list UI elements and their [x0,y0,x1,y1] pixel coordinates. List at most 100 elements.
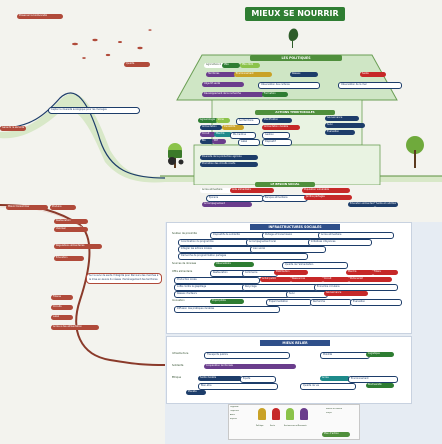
long-tag-1[interactable]: Diversité de la production agricole [200,155,258,160]
roof-tag[interactable]: Santé [360,72,386,77]
mid-tag[interactable]: Durabilité [222,125,244,130]
bottom-list-1[interactable]: Filières [51,295,73,300]
roof-tag[interactable]: PNA [222,63,240,68]
bottom-list-3[interactable]: Label [51,315,73,320]
mid-tag[interactable]: Circuit [200,132,216,137]
mid-right-tag[interactable]: Gouvernance [325,116,359,121]
infra-pill[interactable]: Coordination du programme [178,239,250,246]
infra-tag[interactable]: Ressources [290,277,324,282]
lower-pill[interactable]: Bien-être [198,383,278,390]
infra-tag[interactable]: Projet pilote [210,299,244,304]
mid-tag[interactable]: Marché [214,132,232,137]
social-tag[interactable]: Épicerie [206,195,264,202]
social-tag[interactable]: Éducation alimentaire [348,202,376,207]
infra-pill[interactable]: Production locale [174,277,260,284]
mid-tag[interactable]: Alimentation [200,125,222,130]
infra-pill[interactable]: Accès alimentaire [318,232,394,239]
infra-pill[interactable]: Commerce [242,270,278,277]
lower-tag[interactable]: Biodiversité [366,383,394,388]
bottom-list-2[interactable]: Circuits [51,305,73,310]
mid-mid-pill[interactable]: Gestion [262,132,290,139]
infra-tag[interactable]: Marché [346,270,374,275]
infra-pill[interactable]: Intégrer les actions locales [178,246,254,253]
lower-pill[interactable]: Qualité de vie [300,383,356,390]
infra-pill[interactable]: Restauration [210,270,246,277]
tag-top-left[interactable]: Préserver la biodiversité [17,14,63,19]
page-title: MIEUX SE NOURRIR [251,9,339,18]
infra-tag[interactable]: Filière [372,270,398,275]
infra-pill[interactable]: Partage et transmission [262,232,322,239]
mid-right-tag[interactable]: Évaluation [325,130,355,135]
lower-pill[interactable]: Mobilité [320,352,370,359]
social-tag[interactable]: Population vulnérable [302,188,350,193]
infra-pill[interactable]: Suivi [286,291,328,298]
lower-pill[interactable]: Transports publics [204,352,290,359]
lower-pill[interactable]: Environnement [348,376,398,383]
infra-pill[interactable]: Qualité de l'alimentation [282,262,348,269]
mid-pill[interactable]: Ma Cantine [230,132,256,139]
infra-pill[interactable]: Recherche [310,299,352,306]
roof-tag[interactable]: PNA 2021 [240,63,260,68]
tag-mid-a[interactable]: Mieux Consommer [6,205,48,210]
social-tag[interactable]: Accompagnement [202,202,252,207]
infra-pill[interactable]: Accompagnement local [246,239,312,246]
social-tag[interactable]: Jardins partagés [304,195,352,200]
infra-tag[interactable]: Partenariat [348,277,392,282]
lower-tag[interactable]: Accès [320,376,350,381]
mid-mid-tag[interactable]: Planification [262,118,292,123]
list-item-1[interactable]: Restauration [54,219,88,224]
list-item-3[interactable]: Régulations alimentaires [54,244,102,249]
infra-pill[interactable]: Réseau d'acteurs [174,291,290,298]
mid-mid-pill[interactable]: Dispositif [262,139,292,146]
roof-tag[interactable]: Agriculture 4 [204,63,224,68]
infra-tag[interactable]: Observatoire [214,262,254,267]
lower-tag[interactable]: Coopération territoriale [204,364,296,369]
social-tag[interactable]: Aide alimentaire [230,188,274,193]
infra-tag[interactable]: Achat public [260,277,292,282]
infra-tag[interactable]: Gouvernance [324,291,368,296]
lower-pill[interactable]: Équité [240,376,276,383]
bottom-list-4[interactable]: Accès à des alimentation [51,325,99,330]
lower-tag[interactable]: Planète [186,390,206,395]
roof-pill[interactable]: Observation de la mer [338,82,402,89]
roof-tag[interactable]: Développement de la recherche [202,92,264,97]
mid-tag[interactable]: PAT [212,139,226,144]
infra-pill[interactable]: Diffusion des pratiques durables [174,306,280,313]
roof-tag[interactable]: Objectif santé [202,82,244,87]
mid-tag[interactable]: Zone [216,118,230,123]
mid-right-tag[interactable]: Suivi [325,123,365,128]
lower-tag[interactable]: Logistique [366,352,394,357]
roof-pill[interactable]: Observation des cultures [258,82,320,89]
infra-pill[interactable]: Démarche de programmation partagée [178,253,308,260]
lower-tag[interactable]: Santé durable [198,376,242,381]
mid-mid-tag[interactable]: Alimentation durable [262,125,300,130]
infra-pill[interactable]: Recyclage [242,284,318,291]
tag-mid-b[interactable]: Produire [50,205,76,210]
infra-tag[interactable]: Circuit [322,277,350,282]
infra-pill[interactable]: Expérimentation [266,299,312,306]
social-bottom-tag[interactable]: Santé et nutrition [374,202,398,207]
social-tag[interactable]: Banque alimentaire [262,195,308,202]
mid-tag[interactable]: Bio [200,139,214,144]
infra-pill[interactable]: Économie circulaire [314,284,398,291]
infra-pill[interactable]: Évaluation [350,299,402,306]
tag-right-top[interactable]: Qualité [124,62,150,67]
tag-left-edge[interactable]: Garantir la sécurité [0,126,26,131]
mid-pill[interactable]: Sol Territoire [236,118,260,125]
long-tag-2[interactable]: Promotion des circuits courts [200,162,258,167]
mid-tag[interactable]: Agroécologie [198,118,218,123]
infra-tag[interactable]: Distribution [274,270,308,275]
plan-action-button[interactable]: Plan d'action [322,432,350,437]
infra-pill[interactable]: Initiatives citoyennes [308,239,372,246]
mid-pill[interactable]: Label [238,139,260,146]
infra-pill[interactable]: Dispositifs de solidarité [210,232,266,239]
social-tag[interactable]: Accès alimentaire [200,188,232,193]
roof-tag[interactable]: Réseau [290,72,318,77]
roof-tag[interactable]: Territoires [206,72,236,77]
infra-pill[interactable]: Lutte contre le gaspillage [174,284,246,291]
roof-tag[interactable]: Formation [262,92,288,97]
infra-pill[interactable]: Lien social [250,246,326,253]
list-item-2[interactable]: Valoriser [54,227,88,232]
list-item-4[interactable]: Éducation [54,256,84,261]
roof-tag[interactable]: Environnement [234,72,272,77]
